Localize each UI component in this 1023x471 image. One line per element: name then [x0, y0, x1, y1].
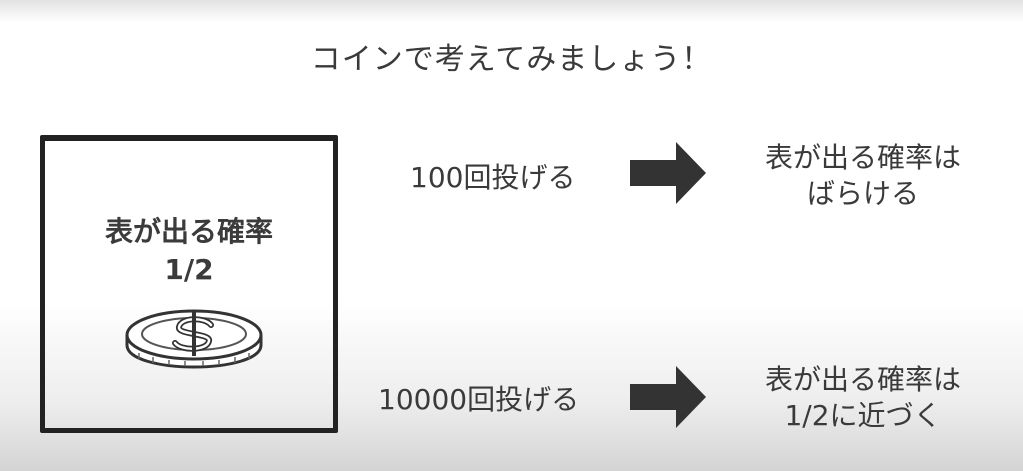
row-2-result-line1: 表が出る確率は [764, 363, 961, 396]
probability-label-text: 表が出る確率 [104, 215, 273, 248]
probability-value: 1/2 [164, 253, 214, 286]
row-1-result: 表が出る確率は ばらける [748, 140, 978, 212]
slide-title: コインで考えてみましょう！ [310, 42, 713, 77]
row-1-result-line1: 表が出る確率は [764, 141, 961, 174]
dollar-coin-icon [125, 309, 263, 369]
probability-box: 表が出る確率 1/2 [40, 135, 338, 433]
row-2-label: 10000回投げる [378, 383, 580, 416]
right-arrow-icon [630, 142, 706, 204]
row-1-result-line2: ばらける [806, 177, 919, 210]
row-2-result: 表が出る確率は 1/2に近づく [748, 362, 978, 434]
row-1-label: 100回投げる [410, 161, 576, 194]
right-arrow-icon [630, 366, 706, 428]
row-2-result-line2: 1/2に近づく [784, 399, 942, 432]
probability-label: 表が出る確率 1/2 [45, 213, 333, 289]
